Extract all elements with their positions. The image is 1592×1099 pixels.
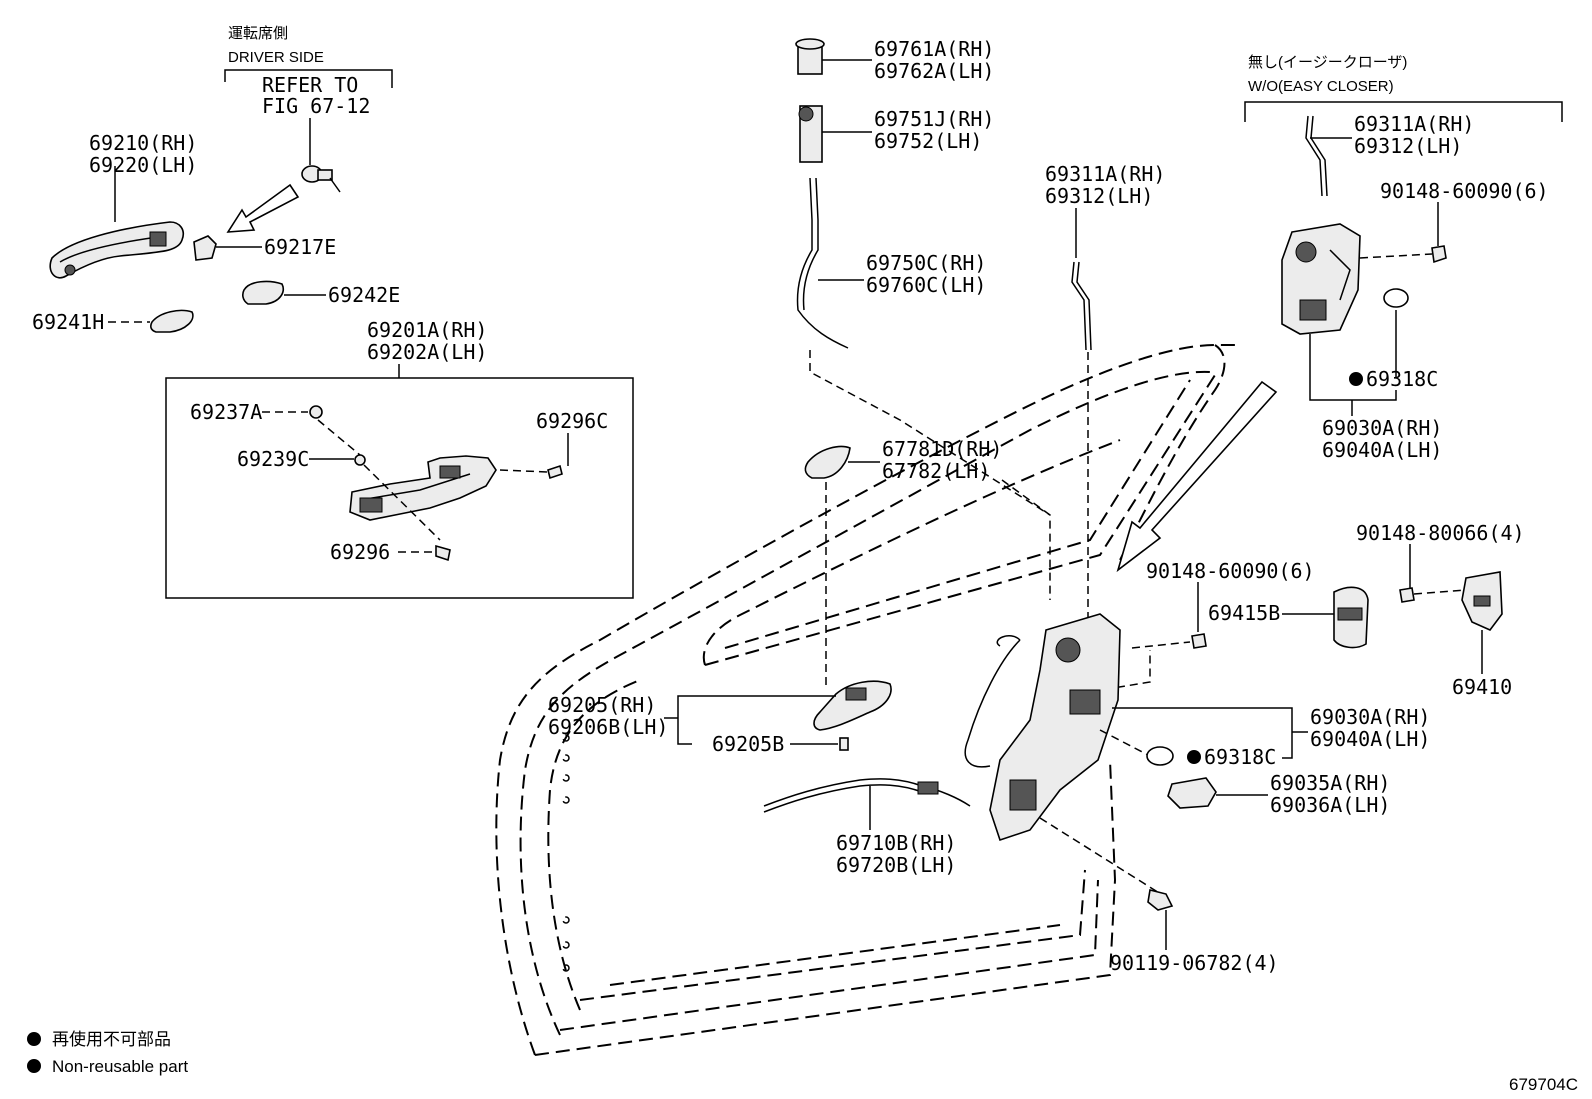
door-holes bbox=[562, 734, 570, 972]
door-lock-assy-main-part bbox=[964, 613, 1121, 842]
leader-cable-dashed bbox=[809, 350, 1051, 516]
cover-67781d-part bbox=[804, 445, 880, 479]
label-69296c: 69296C bbox=[536, 409, 608, 433]
driver-side-en: DRIVER SIDE bbox=[228, 49, 324, 66]
label-69040a-top: 69040A(LH) bbox=[1322, 438, 1442, 462]
label-90148-80066: 90148-80066(4) bbox=[1356, 521, 1525, 545]
label-69410: 69410 bbox=[1452, 675, 1512, 699]
label-69762a: 69762A(LH) bbox=[874, 59, 994, 83]
label-69202a: 69202A(LH) bbox=[367, 340, 487, 364]
key-cylinder-icon bbox=[301, 165, 341, 193]
fig-ref-text: FIG 67-12 bbox=[262, 94, 370, 118]
label-69761a: 69761A(RH) bbox=[874, 37, 994, 61]
label-90119: 90119-06782(4) bbox=[1110, 951, 1279, 975]
label-69311a-center: 69311A(RH) bbox=[1045, 162, 1165, 186]
pad-69241h-part bbox=[108, 309, 194, 333]
screw-90148-mid-icon bbox=[1131, 633, 1207, 649]
direction-arrow-door-icon bbox=[1116, 380, 1278, 573]
bolt-90119-icon bbox=[1147, 889, 1174, 950]
label-69760c: 69760C(LH) bbox=[866, 273, 986, 297]
pad-69242e-part bbox=[242, 280, 326, 305]
protector-69035a-part bbox=[1167, 777, 1268, 809]
non-reusable-dot-mid-icon bbox=[1187, 750, 1201, 764]
legend-dot-icon bbox=[27, 1032, 41, 1046]
grommet-69761a-part bbox=[795, 38, 872, 75]
screw-69296c-icon bbox=[499, 464, 563, 480]
label-69720b: 69720B(LH) bbox=[836, 853, 956, 877]
handle-frame-part bbox=[317, 419, 497, 541]
cable-69710b-part bbox=[763, 778, 971, 830]
legend-dot-icon-2 bbox=[27, 1059, 41, 1073]
label-69205b: 69205B bbox=[712, 732, 784, 756]
frame-assembly-box bbox=[165, 377, 634, 599]
screw-69296-icon bbox=[435, 544, 451, 562]
label-69030a-mid: 69030A(RH) bbox=[1310, 705, 1430, 729]
label-69241h: 69241H bbox=[32, 310, 104, 334]
label-69239c: 69239C bbox=[237, 447, 309, 471]
screw-90148-80066-icon bbox=[1399, 587, 1467, 603]
label-69040a-mid: 69040A(LH) bbox=[1310, 727, 1430, 751]
label-90148-60090-top: 90148-60090(6) bbox=[1380, 179, 1549, 203]
door-lock-assy-top-part bbox=[1281, 223, 1361, 335]
label-69296: 69296 bbox=[330, 540, 390, 564]
leader-lock-dashed bbox=[1039, 650, 1151, 701]
label-69312-center: 69312(LH) bbox=[1045, 184, 1153, 208]
label-69311a-right: 69311A(RH) bbox=[1354, 112, 1474, 136]
label-69751j: 69751J(RH) bbox=[874, 107, 994, 131]
leader-69205 bbox=[677, 695, 836, 718]
label-69318c-mid: 69318C bbox=[1204, 745, 1276, 769]
leader-bolt-dashed bbox=[1039, 817, 1165, 897]
label-69318c-top: 69318C bbox=[1366, 367, 1438, 391]
legend-jp: 再使用不可部品 bbox=[52, 1029, 171, 1049]
non-reusable-dot-icon bbox=[1349, 372, 1363, 386]
cover-69415b-part bbox=[1282, 586, 1369, 649]
refer-to-text: REFER TO bbox=[262, 73, 358, 97]
label-67781d: 67781D(RH) bbox=[882, 437, 1002, 461]
label-69220: 69220(LH) bbox=[89, 153, 197, 177]
label-69035a: 69035A(RH) bbox=[1270, 771, 1390, 795]
label-69710b: 69710B(RH) bbox=[836, 831, 956, 855]
outer-handle-part bbox=[49, 166, 185, 279]
label-69750c: 69750C(RH) bbox=[866, 251, 986, 275]
seal-69318c-top-icon bbox=[1383, 288, 1409, 308]
lock-rod-69311a-right-part bbox=[1305, 115, 1352, 197]
direction-arrow-icon bbox=[226, 183, 300, 233]
legend: 再使用不可部品 Non-reusable part bbox=[27, 1029, 188, 1076]
label-69210: 69210(RH) bbox=[89, 131, 197, 155]
label-69415b: 69415B bbox=[1208, 601, 1280, 625]
label-67782: 67782(LH) bbox=[882, 459, 990, 483]
label-69312-right: 69312(LH) bbox=[1354, 134, 1462, 158]
label-69201a: 69201A(RH) bbox=[367, 318, 487, 342]
label-69036a: 69036A(LH) bbox=[1270, 793, 1390, 817]
label-69242e: 69242E bbox=[328, 283, 400, 307]
label-69752: 69752(LH) bbox=[874, 129, 982, 153]
lock-cable-69750c-part bbox=[796, 177, 864, 349]
label-90148-60090-mid: 90148-60090(6) bbox=[1146, 559, 1315, 583]
inside-handle-69205-part bbox=[813, 680, 892, 731]
lock-knob-69751j-part bbox=[798, 105, 872, 163]
easy-closer-en: W/O(EASY CLOSER) bbox=[1248, 78, 1394, 95]
lock-rod-69311a-center-part bbox=[1071, 261, 1092, 620]
figure-id: 679704C bbox=[1509, 1075, 1578, 1094]
cap-69205b-icon bbox=[839, 737, 849, 751]
label-69237a: 69237A bbox=[190, 400, 262, 424]
seal-69318c-mid-icon bbox=[1146, 746, 1174, 766]
cap-69217e-part bbox=[193, 235, 262, 261]
label-69030a-top: 69030A(RH) bbox=[1322, 416, 1442, 440]
driver-side-group: 運転席側 DRIVER SIDE REFER TO FIG 67-12 bbox=[224, 25, 393, 233]
legend-en: Non-reusable part bbox=[52, 1057, 188, 1076]
label-69217e: 69217E bbox=[264, 235, 336, 259]
striker-69410-part bbox=[1461, 571, 1503, 674]
clip-69239c-icon bbox=[354, 454, 366, 466]
clip-69237a-icon bbox=[309, 405, 323, 419]
driver-side-jp: 運転席側 bbox=[228, 25, 288, 42]
screw-90148-top-icon bbox=[1359, 245, 1447, 264]
label-69206b: 69206B(LH) bbox=[548, 715, 668, 739]
label-69205: 69205(RH) bbox=[548, 693, 656, 717]
leader-67781-dashed bbox=[1001, 479, 1051, 600]
easy-closer-jp: 無し(イージークローザ) bbox=[1248, 54, 1407, 71]
door-outline bbox=[495, 344, 1240, 1056]
